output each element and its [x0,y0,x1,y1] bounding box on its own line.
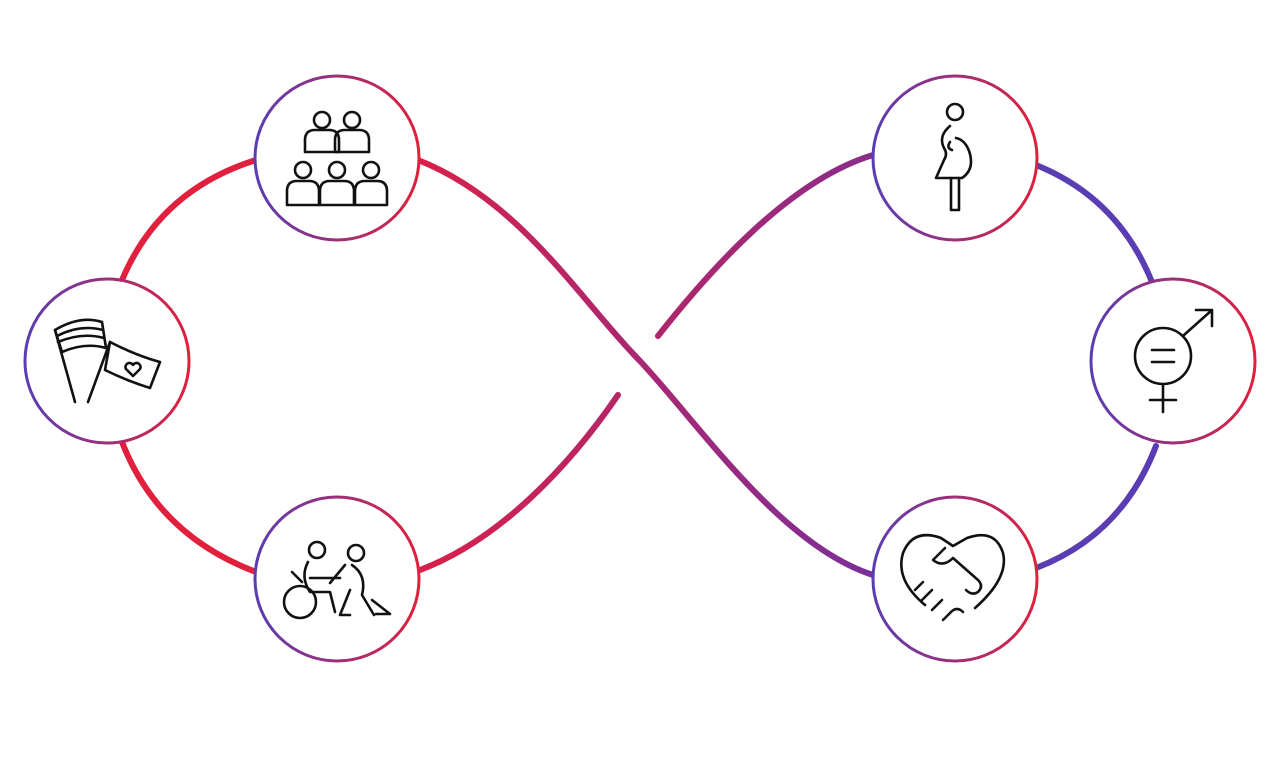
group-people-icon [285,110,389,207]
wheelchair-assist-icon [282,540,392,620]
left-loop-bottom [119,439,259,575]
node-circle-team [253,74,421,242]
heart-handshake-icon [900,533,1006,622]
right-loop-top [1033,162,1155,285]
gender-equality-icon [1133,308,1214,414]
pride-flags-icon [53,318,162,404]
left-loop-top [119,157,259,283]
cross-strand-upper [655,152,876,339]
cross-strand-main [415,157,876,578]
node-circle-pregnancy [871,74,1039,242]
cross-strand-lower [417,392,621,573]
node-circle-inclusion [871,495,1039,663]
pregnant-woman-icon [934,102,973,212]
right-loop-bottom [1033,443,1159,571]
